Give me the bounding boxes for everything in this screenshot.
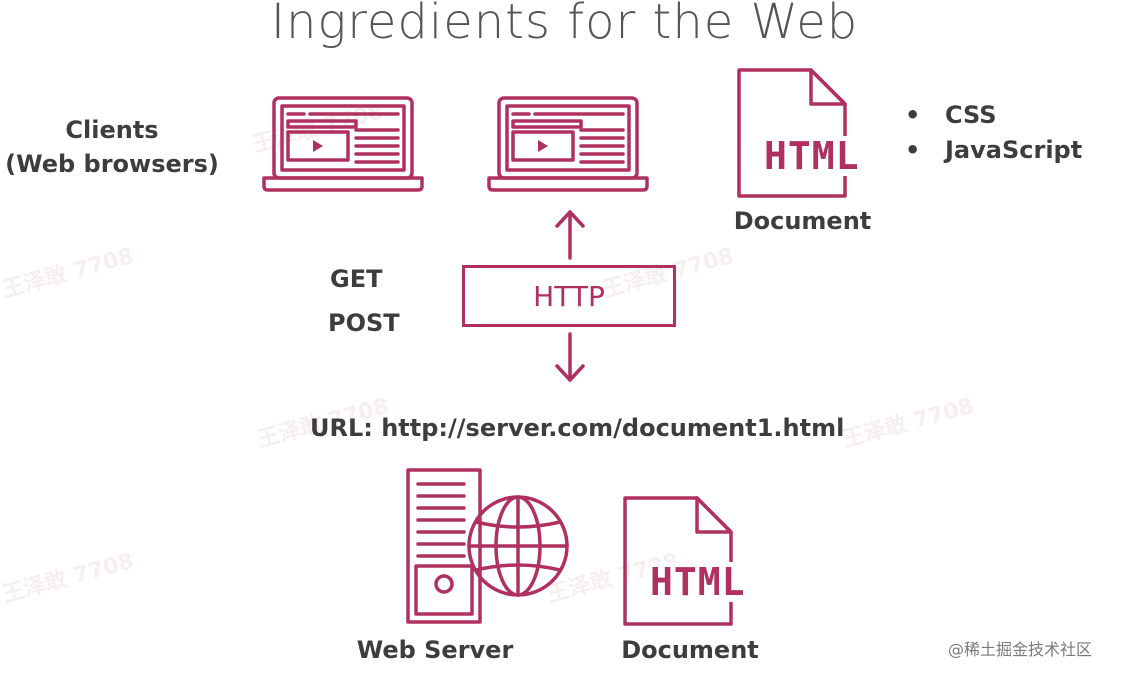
html-text: HTML (764, 134, 860, 178)
watermark: 王泽敢 7708 (839, 393, 977, 453)
watermark: 王泽敢 7708 (0, 548, 137, 608)
html-document-icon: HTML (621, 494, 761, 628)
credit-text: @稀土掘金技术社区 (948, 640, 1093, 659)
url-label: URL: http://server.com/document1.html (310, 414, 845, 442)
page-title: Ingredients for the Web (270, 0, 859, 50)
html-document-icon: HTML (735, 66, 870, 200)
bullet-icon: • (905, 136, 921, 164)
method-get: GET (330, 265, 383, 293)
http-label: HTTP (533, 279, 605, 313)
globe-icon (467, 495, 569, 597)
top-document-label: Document (733, 207, 872, 235)
bullet-item-javascript: •JavaScript (905, 133, 1082, 168)
bullet-list: •CSS •JavaScript (905, 98, 1082, 168)
laptop-icon (487, 96, 649, 192)
laptop-icon (262, 96, 424, 192)
method-post: POST (328, 309, 400, 337)
clients-label-line1: Clients (65, 116, 159, 144)
http-box: HTTP (462, 265, 676, 327)
clients-label-line2: (Web browsers) (5, 150, 219, 178)
web-server-label: Web Server (356, 636, 514, 664)
arrow-up-icon (555, 210, 585, 260)
web-server-icon (406, 468, 569, 624)
html-text: HTML (650, 560, 746, 604)
bullet-icon: • (905, 101, 921, 129)
bullet-item-css: •CSS (905, 98, 1082, 133)
clients-label: Clients (Web browsers) (0, 113, 224, 181)
arrow-down-icon (555, 332, 585, 382)
watermark: 王泽敢 7708 (0, 243, 137, 303)
bottom-document-label: Document (621, 636, 759, 664)
